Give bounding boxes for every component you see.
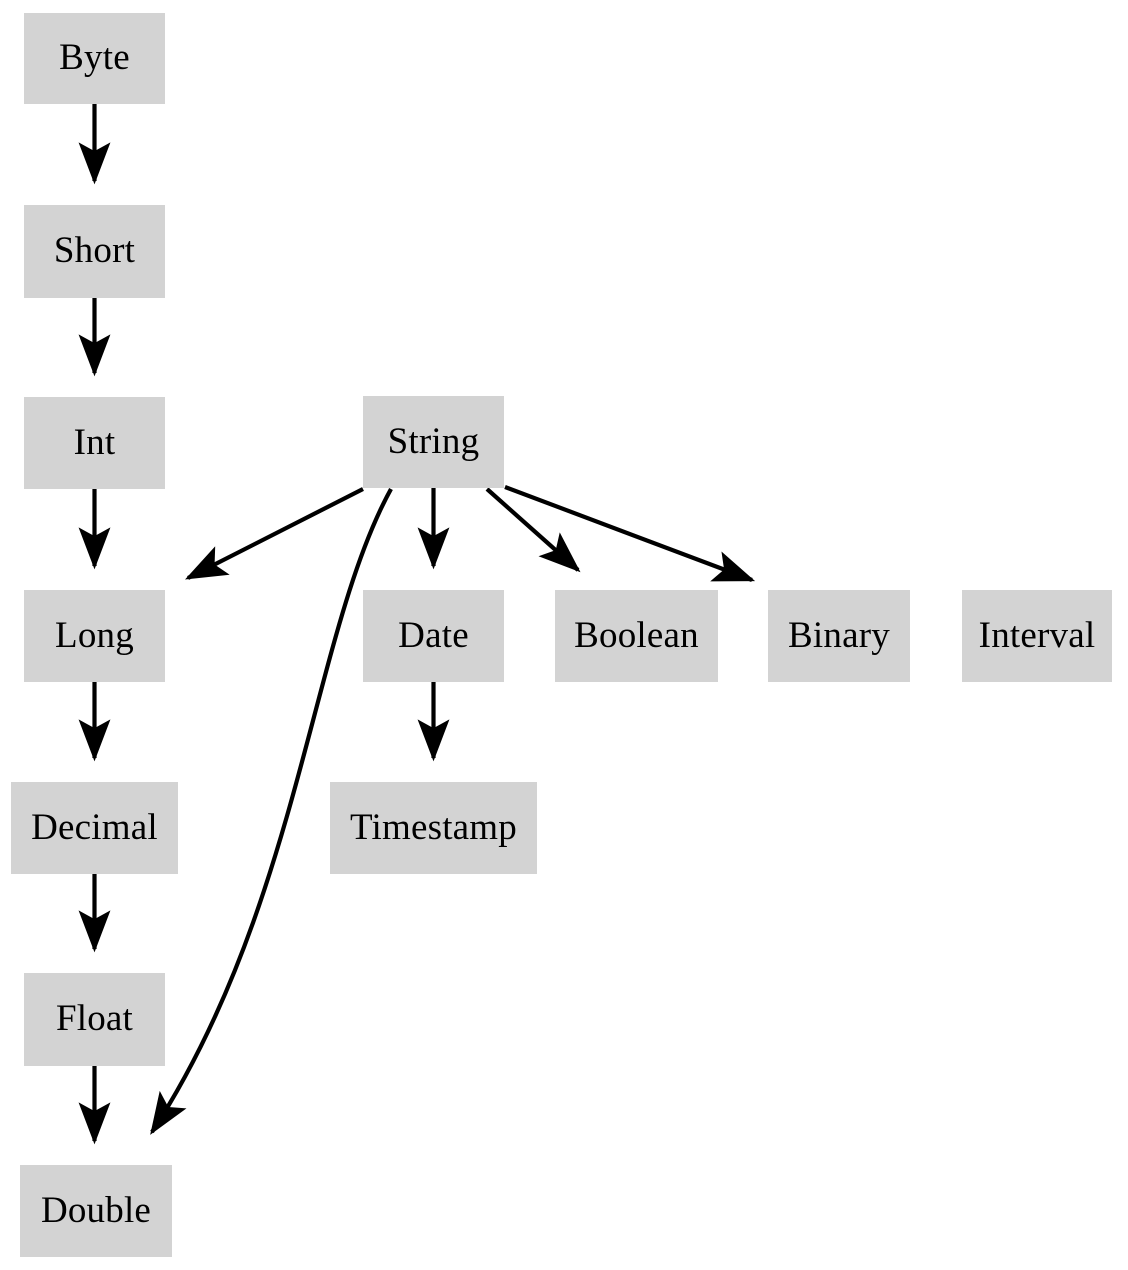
edge-string-boolean	[485, 487, 581, 573]
node-string[interactable]: String	[363, 396, 504, 488]
node-string-label: String	[387, 420, 480, 462]
node-timestamp[interactable]: Timestamp	[330, 782, 537, 874]
node-date[interactable]: Date	[363, 590, 504, 682]
node-float-label: Float	[55, 998, 134, 1039]
node-boolean-label: Boolean	[574, 614, 699, 656]
node-boolean[interactable]: Boolean	[555, 590, 718, 682]
node-float[interactable]: Float	[24, 973, 165, 1066]
node-short[interactable]: Short	[24, 205, 165, 298]
node-long-label: Long	[55, 614, 134, 656]
node-byte[interactable]: Byte	[24, 13, 165, 104]
node-short-label: Short	[53, 230, 136, 271]
node-interval-label: Interval	[978, 614, 1096, 656]
node-decimal-label: Decimal	[31, 806, 158, 848]
edge-string-long	[185, 487, 364, 580]
edge-string-binary	[504, 485, 756, 582]
node-interval[interactable]: Interval	[962, 590, 1112, 682]
node-double-label: Double	[40, 1189, 152, 1231]
node-timestamp-label: Timestamp	[350, 806, 517, 848]
node-long[interactable]: Long	[24, 590, 165, 682]
node-int[interactable]: Int	[24, 397, 165, 489]
node-double[interactable]: Double	[20, 1165, 172, 1257]
node-date-label: Date	[398, 614, 469, 656]
node-decimal[interactable]: Decimal	[11, 782, 178, 874]
node-byte-label: Byte	[59, 37, 130, 78]
node-int-label: Int	[73, 421, 116, 463]
node-binary-label: Binary	[788, 614, 890, 656]
node-binary[interactable]: Binary	[768, 590, 910, 682]
